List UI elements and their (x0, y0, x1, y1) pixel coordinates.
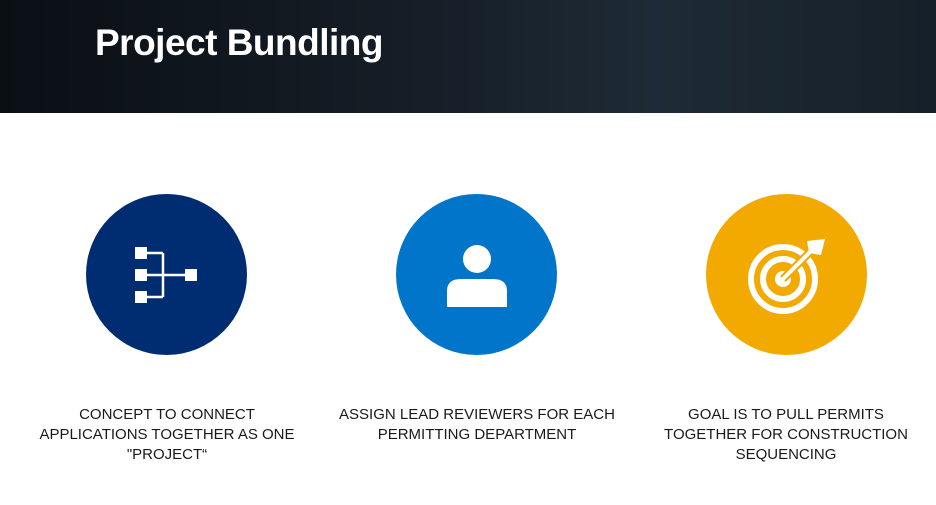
title-banner: Project Bundling (0, 0, 936, 113)
feature-circle-reviewers (396, 194, 557, 355)
feature-caption-goal: GOAL IS TO PULL PERMITS TOGETHER FOR CON… (664, 406, 908, 463)
feature-circle-goal (706, 194, 867, 355)
hierarchy-icon (134, 246, 197, 303)
feature-caption-reviewers: ASSIGN LEAD REVIEWERS FOR EACH PERMITTIN… (339, 406, 615, 443)
feature-circle-connect (86, 194, 247, 355)
slide-title: Project Bundling (95, 22, 384, 63)
target-icon (747, 238, 825, 314)
user-icon (446, 244, 507, 307)
feature-caption-connect: CONCEPT TO CONNECT APPLICATIONS TOGETHER… (39, 406, 295, 463)
